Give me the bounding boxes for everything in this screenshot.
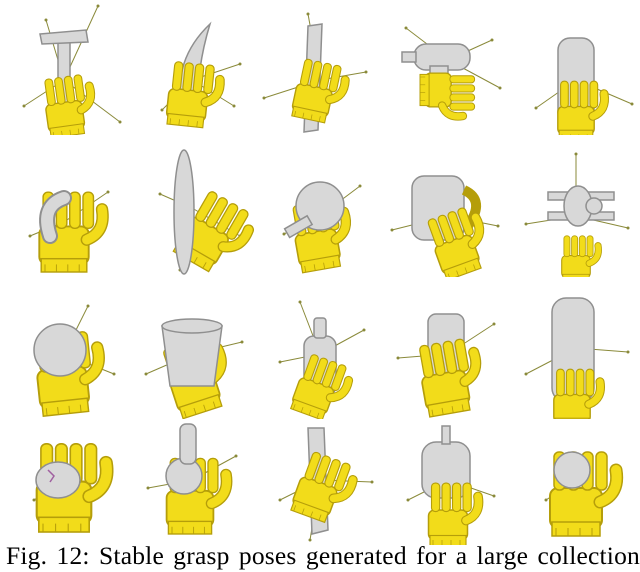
grasp-render-small-ball xyxy=(512,410,640,545)
grasp-render-mug xyxy=(384,142,512,277)
tube-icon xyxy=(28,190,110,273)
grasp-render-cup xyxy=(128,284,256,419)
grasp-render-bowl xyxy=(0,410,128,545)
small-ball-icon xyxy=(544,451,624,537)
jar-icon xyxy=(406,425,496,545)
grasp-render-bottle xyxy=(256,284,384,419)
banana-icon xyxy=(160,21,242,129)
grasp-pose-figure xyxy=(0,0,640,545)
grasp-render-power-drill xyxy=(384,0,512,135)
grasp-render-banana xyxy=(128,0,256,135)
bowl-icon xyxy=(32,443,114,533)
ball-icon xyxy=(33,304,116,417)
cylinder-icon xyxy=(524,297,630,419)
bottle-icon xyxy=(278,300,366,419)
grasp-render-hammer xyxy=(0,0,128,135)
cup-icon xyxy=(144,318,244,419)
spray-bottle-icon xyxy=(146,423,238,535)
vase-icon xyxy=(278,427,374,542)
grasp-render-spray-bottle xyxy=(128,410,256,545)
drill-icon xyxy=(401,26,502,121)
grasp-render-curved-tube xyxy=(0,142,128,277)
bar-icon xyxy=(534,37,634,135)
grasp-render-rounded-bar xyxy=(512,0,640,135)
grasp-render-box xyxy=(384,284,512,419)
figure-caption: Fig. 12: Stable grasp poses generated fo… xyxy=(6,541,640,570)
grasp-render-jar xyxy=(384,410,512,545)
plank-icon xyxy=(262,12,368,133)
grasp-render-round-flask xyxy=(256,142,384,277)
flask-icon xyxy=(282,181,362,274)
grasp-render-tall-cylinder xyxy=(512,284,640,419)
disk-icon xyxy=(158,149,255,275)
grasp-render-flat-plank xyxy=(256,0,384,135)
mug-icon xyxy=(390,175,500,277)
grasp-render-thin-disk xyxy=(128,142,256,277)
airplane-icon xyxy=(524,152,630,277)
grasp-render-ball xyxy=(0,284,128,419)
grasp-render-toy-airplane xyxy=(512,142,640,277)
box-icon xyxy=(396,313,496,418)
hammer-icon xyxy=(22,4,122,135)
grasp-render-long-vase xyxy=(256,410,384,545)
